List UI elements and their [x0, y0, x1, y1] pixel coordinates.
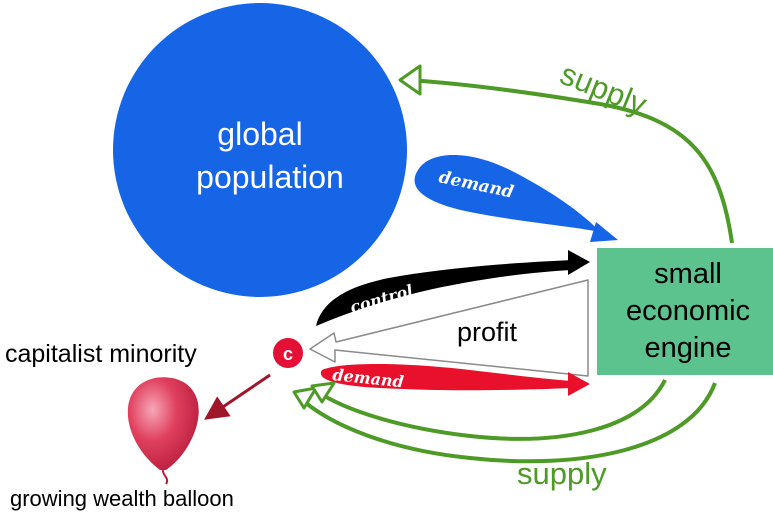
supply-bottom-arrowhead-outer: [292, 386, 318, 410]
minority-label: capitalist minority: [5, 340, 197, 368]
demand-top-teardrop: [414, 155, 600, 232]
balloon-arrow: [204, 373, 271, 420]
engine-label-line1: small: [654, 258, 722, 290]
demand-top-arrowhead: [590, 222, 618, 242]
control-arrow: [316, 260, 572, 326]
demand-bottom-arrowhead: [568, 372, 590, 396]
balloon-string: [161, 469, 169, 485]
supply-top-arrow: [407, 78, 734, 244]
supply-top-arrowhead: [398, 64, 422, 96]
profit-label: profit: [457, 317, 518, 347]
wealth-balloon: [127, 377, 199, 470]
supply-bottom-arrow-outer: [298, 382, 717, 464]
population-label-line2: population: [196, 159, 344, 195]
engine-label-line3: engine: [644, 332, 731, 364]
supply-bottom-arrowhead-inner: [310, 381, 336, 404]
supply-top-label: supply: [555, 56, 652, 122]
engine-label-line2: economic: [626, 295, 750, 327]
minority-badge-letter: c: [283, 344, 293, 364]
population-circle: [113, 3, 407, 297]
engine-box: [597, 248, 773, 375]
demand-bottom-arrow: [320, 364, 572, 391]
population-label-line1: global: [217, 116, 302, 152]
control-arrowhead: [568, 250, 590, 275]
profit-arrow: [309, 279, 589, 377]
balloon-label: growing wealth balloon: [10, 486, 234, 511]
supply-bottom-arrow-inner: [316, 379, 667, 441]
minority-badge: [273, 338, 303, 368]
supply-bottom-label: supply: [517, 456, 607, 491]
